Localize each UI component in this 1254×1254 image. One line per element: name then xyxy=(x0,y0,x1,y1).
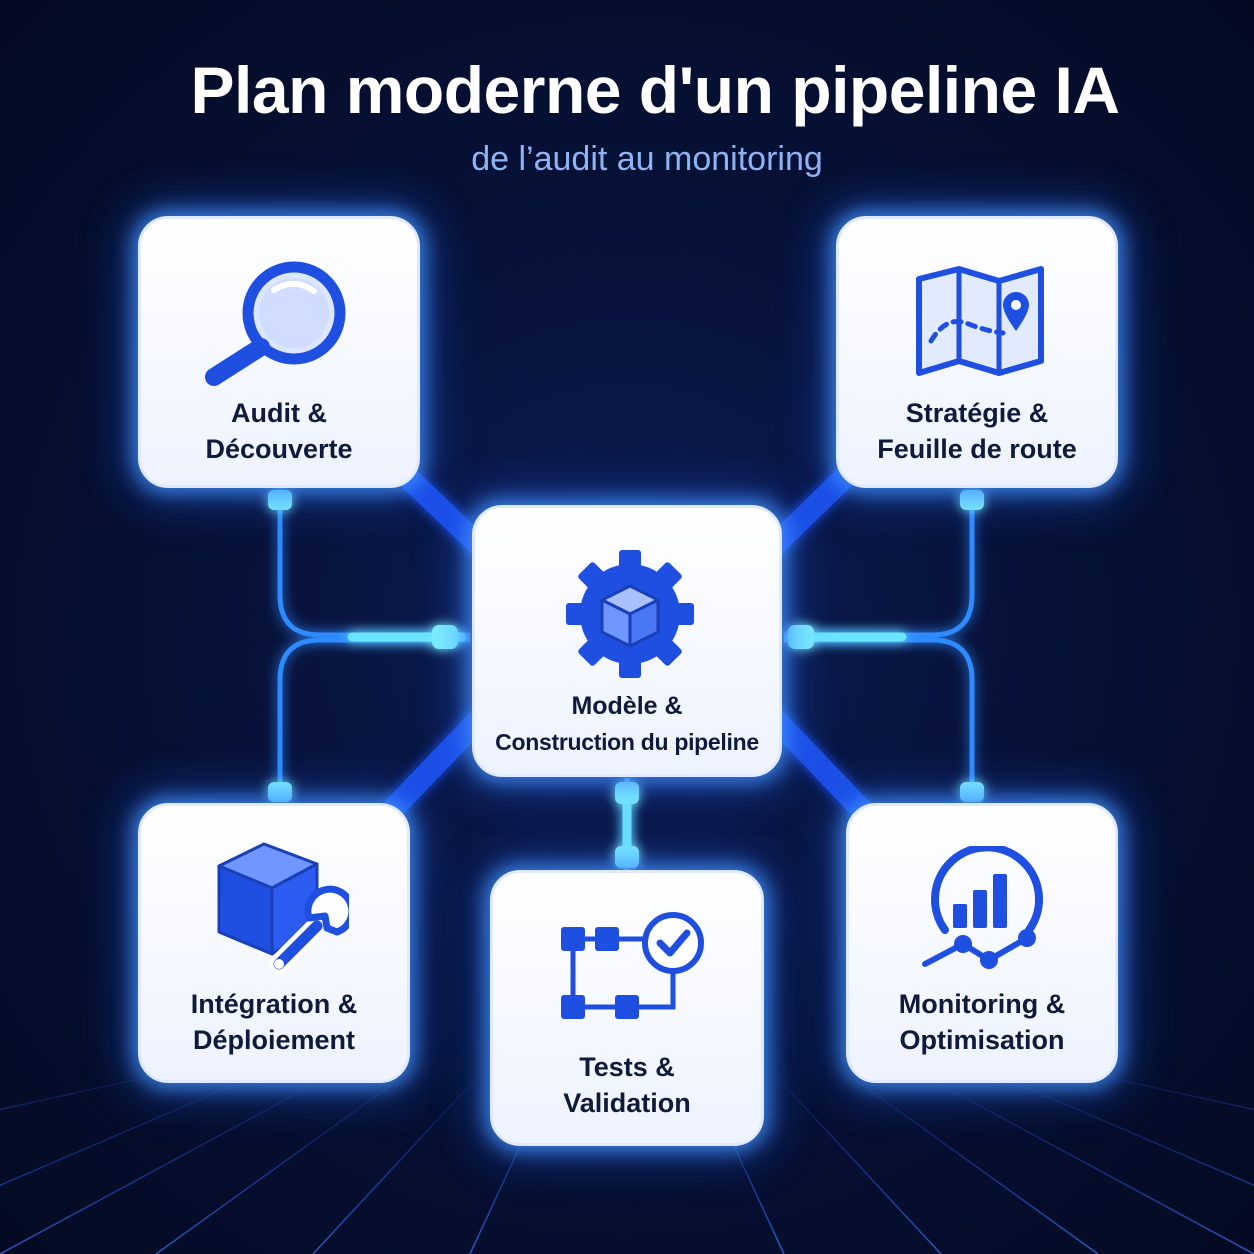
step-label-strategy: Stratégie & Feuille de route xyxy=(877,398,1077,464)
connector-monitoring-model xyxy=(763,707,873,821)
step-card-integration: Intégration & Déploiement xyxy=(138,803,410,1083)
bus-right-upper xyxy=(784,500,975,638)
page-subtitle: de l’audit au monitoring xyxy=(471,140,823,178)
chart-gauge-icon xyxy=(922,846,1043,969)
gear-cube-icon xyxy=(566,550,694,678)
node-center-left xyxy=(432,625,458,649)
bus-left-lower xyxy=(277,637,470,795)
bus-left-upper xyxy=(277,500,470,638)
flow-check-icon xyxy=(561,912,704,1019)
node-center-right xyxy=(788,625,814,649)
bus-right-lower xyxy=(784,637,975,795)
node-monitoring-top xyxy=(960,782,984,802)
step-label-model: Modèle & Construction du pipeline xyxy=(495,692,759,755)
step-card-strategy: Stratégie & Feuille de route xyxy=(836,216,1118,488)
step-label-tests: Tests & Validation xyxy=(563,1052,691,1118)
node-center-bottom xyxy=(615,782,639,804)
node-audit-bottom xyxy=(268,490,292,510)
node-tests-top xyxy=(615,846,639,868)
map-pin-icon xyxy=(916,266,1044,376)
step-label-integration: Intégration & Déploiement xyxy=(190,989,358,1055)
node-strategy-bottom xyxy=(960,490,984,510)
connector-audit-model xyxy=(389,459,493,559)
page-title: Plan moderne d'un pipeline IA xyxy=(190,53,1120,127)
cube-wrench-icon xyxy=(217,842,349,974)
step-card-model: Modèle & Construction du pipeline xyxy=(472,505,782,777)
connector-integration-model xyxy=(381,707,491,821)
step-card-audit: Audit & Découverte xyxy=(138,216,420,488)
step-label-audit: Audit & Découverte xyxy=(205,398,353,464)
step-label-monitoring: Monitoring & Optimisation xyxy=(898,989,1066,1055)
step-card-tests: Tests & Validation xyxy=(490,870,764,1146)
connector-strategy-model xyxy=(761,459,863,559)
magnifier-icon xyxy=(205,261,346,386)
node-integration-top xyxy=(268,782,292,802)
step-card-monitoring: Monitoring & Optimisation xyxy=(846,803,1118,1083)
